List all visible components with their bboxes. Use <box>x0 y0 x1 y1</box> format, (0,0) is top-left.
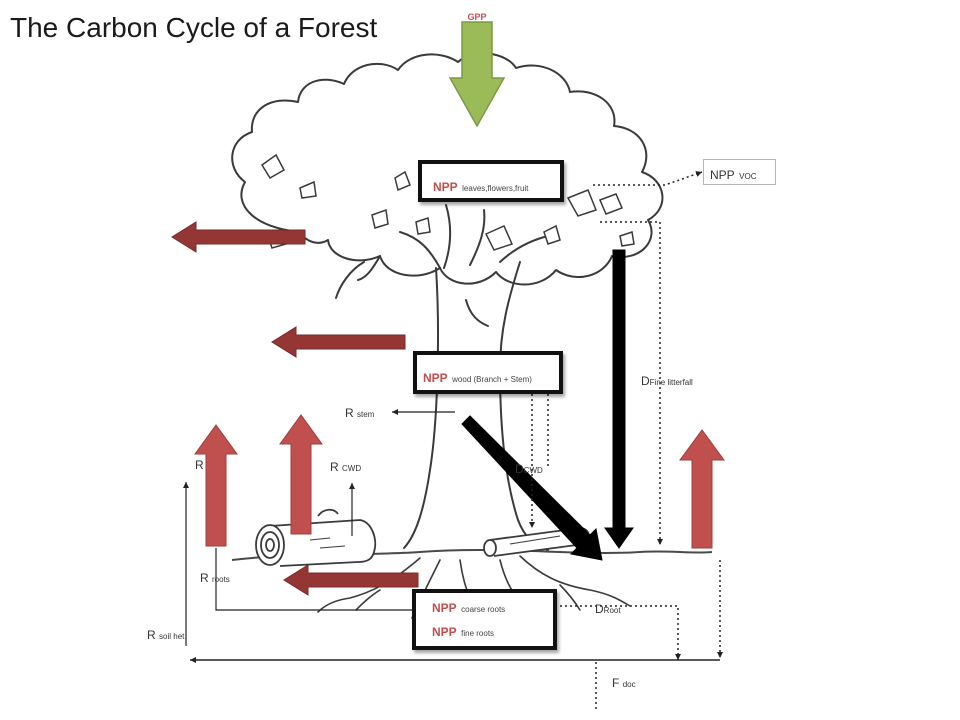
gpp-arrow <box>448 21 506 128</box>
npp-voc-main: NPP <box>710 168 735 182</box>
npp-voc-box: NPP VOC <box>703 159 776 185</box>
respiration-up-arrow-2 <box>279 414 323 535</box>
thin-flux-arrows <box>183 409 720 663</box>
dotted-flux-lines <box>529 171 723 712</box>
r-roots-line <box>215 548 418 611</box>
r-soil-het-label: R soil het <box>147 628 185 642</box>
npp-roots-box: NPP coarse roots NPP fine roots <box>412 589 557 650</box>
r-cwd-label: R CWD <box>330 460 362 474</box>
respiration-up-arrow-1 <box>194 424 238 547</box>
respiration-up-arrow-3 <box>679 429 725 549</box>
root-dotted-line <box>540 605 681 660</box>
detritus-diagonal-arrow <box>461 415 603 561</box>
detritus-arrows <box>461 249 634 561</box>
npp-wood-main: NPP <box>423 371 448 385</box>
npp-fine-roots-line: NPP fine roots <box>432 623 553 641</box>
fallen-log-left <box>255 508 377 567</box>
respiration-left-arrows <box>171 221 419 596</box>
tree-trunk-right <box>499 261 549 551</box>
tree-crown-outline <box>231 52 664 286</box>
npp-fine-roots-sub: fine roots <box>461 629 495 638</box>
f-doc-label: F doc <box>612 676 636 690</box>
npp-wood-box: NPP wood (Branch + Stem) <box>413 351 563 394</box>
gpp-label: GPP <box>467 12 486 22</box>
page-title: The Carbon Cycle of a Forest <box>10 12 378 43</box>
npp-coarse-roots-sub: coarse roots <box>461 605 506 614</box>
r-left-label: R <box>195 458 204 472</box>
npp-coarse-roots-line: NPP coarse roots <box>432 599 553 617</box>
r-stem-label: R stem <box>345 406 375 420</box>
d-root-label: DRoot <box>595 602 621 616</box>
tree-illustration <box>231 52 664 551</box>
npp-wood-sub: wood (Branch + Stem) <box>452 375 532 384</box>
detritus-down-arrow <box>604 249 634 549</box>
r-roots-label: R roots <box>200 571 230 585</box>
respiration-left-arrow-canopy <box>171 221 306 253</box>
tree-trunk-left <box>403 267 439 549</box>
d-cwd-label: DCWD <box>515 462 543 476</box>
voc-dotted-arrow <box>593 171 703 186</box>
d-fine-litterfall-label: DFine litterfall <box>641 374 693 388</box>
crown-gaps <box>260 153 635 251</box>
npp-leaves-box: NPP leaves,flowers,fruit <box>418 160 564 202</box>
respiration-left-arrow-stem <box>271 326 406 358</box>
respiration-left-arrow-roots <box>283 564 419 596</box>
npp-coarse-roots-main: NPP <box>432 601 457 615</box>
npp-fine-roots-main: NPP <box>432 625 457 639</box>
npp-voc-sub: VOC <box>739 172 757 181</box>
npp-leaves-sub: leaves,flowers,fruit <box>462 184 529 193</box>
fine-litterfall-dotted-line <box>600 221 663 545</box>
npp-leaves-main: NPP <box>433 180 458 194</box>
respiration-up-arrows <box>194 414 725 549</box>
